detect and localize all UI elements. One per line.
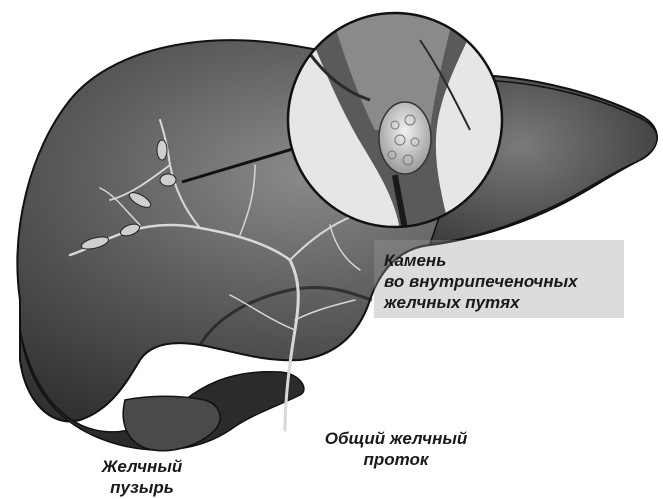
common-duct-label-line-1: Общий желчный bbox=[310, 428, 482, 449]
gallbladder-label: Желчный пузырь bbox=[88, 456, 196, 498]
stone-label-line-2: во внутрипеченочных bbox=[384, 271, 578, 292]
common-duct-label: Общий желчный проток bbox=[310, 428, 482, 470]
gallbladder-label-line-2: пузырь bbox=[88, 477, 196, 498]
stone-label: Камень во внутрипеченочных желчных путях bbox=[384, 250, 578, 313]
gallbladder-label-line-1: Желчный bbox=[88, 456, 196, 477]
stone-label-line-3: желчных путях bbox=[384, 292, 578, 313]
common-duct-label-line-2: проток bbox=[310, 449, 482, 470]
stone-label-line-1: Камень bbox=[384, 250, 578, 271]
